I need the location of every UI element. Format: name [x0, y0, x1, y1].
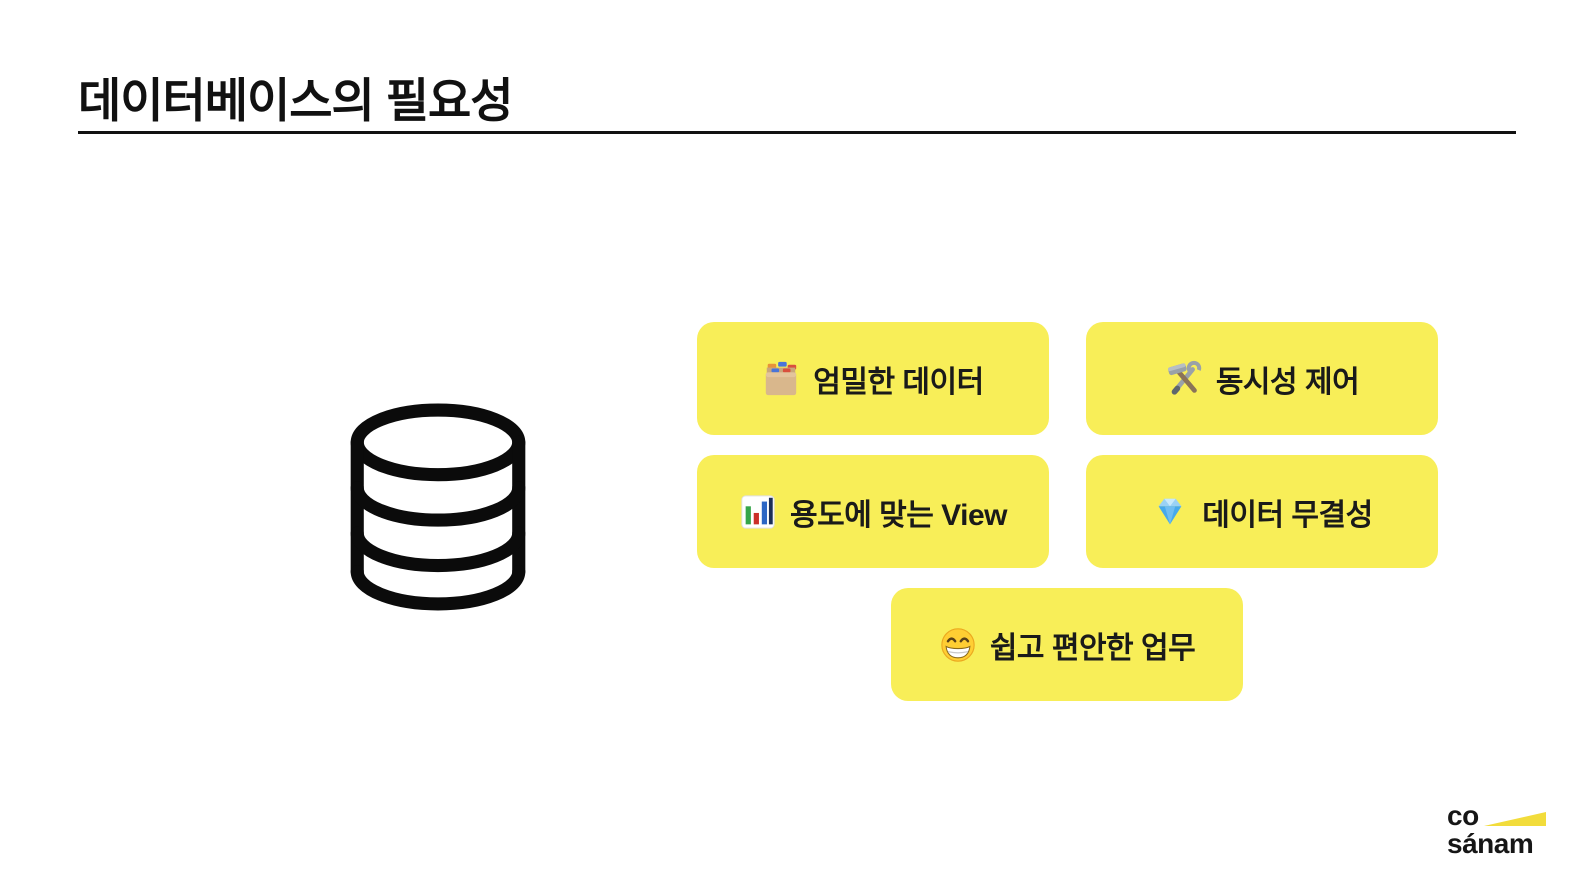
card-label: 쉽고 편안한 업무: [989, 631, 1196, 665]
page-title: 데이터베이스의 필요성: [78, 74, 513, 127]
logo-text-sanam: sánam: [1447, 827, 1534, 859]
card-label: 엄밀한 데이터: [813, 365, 984, 399]
logo-swoosh-icon: [1483, 811, 1546, 826]
card-easy-work: 쉽고 편안한 업무: [891, 588, 1243, 701]
card-fit-view: 용도에 맞는 View: [697, 455, 1049, 568]
card-label: 용도에 맞는 View: [790, 498, 1008, 532]
database-cylinder-icon: [350, 403, 526, 611]
card-label: 동시성 제어: [1215, 365, 1360, 399]
card-file-box-icon: [766, 361, 797, 395]
logo-text-co: co: [1447, 800, 1479, 831]
card-label: 데이터 무결성: [1202, 498, 1373, 532]
brand-logo: co sánam: [1447, 800, 1567, 859]
gem-icon: [1158, 498, 1182, 524]
hammer-and-wrench-icon: [1167, 360, 1202, 395]
card-strict-data: 엄밀한 데이터: [697, 322, 1049, 435]
bar-chart-icon: [741, 494, 775, 529]
card-data-integrity: 데이터 무결성: [1086, 455, 1438, 568]
title-underline: [78, 131, 1516, 134]
card-concurrency-control: 동시성 제어: [1086, 322, 1438, 435]
beaming-face-icon: [941, 627, 975, 662]
